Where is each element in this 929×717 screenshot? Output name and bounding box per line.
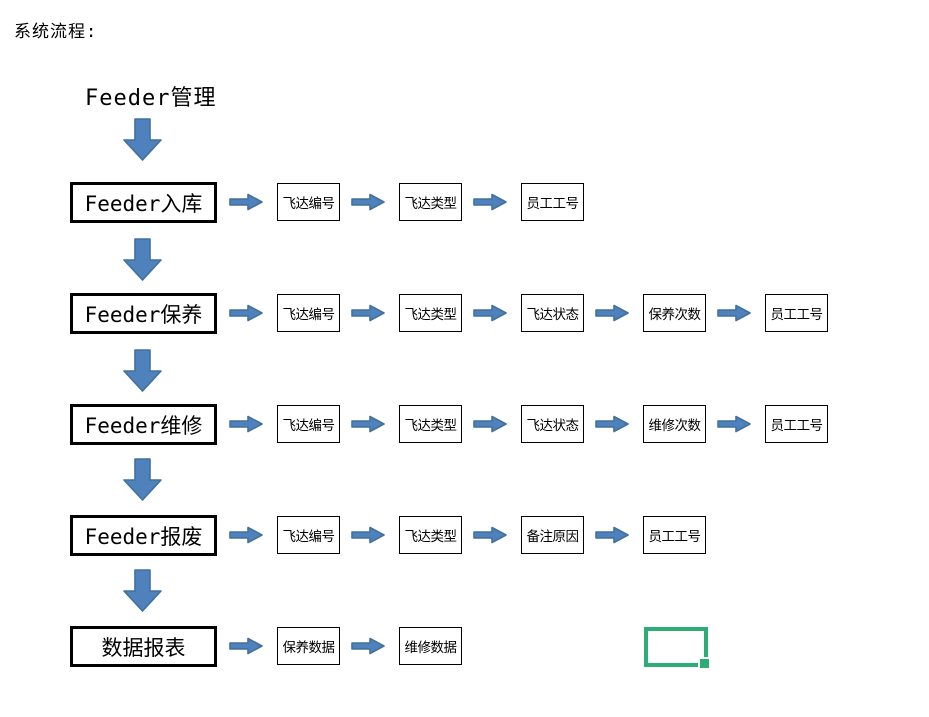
right-arrow-icon — [351, 193, 385, 211]
flow-step-box[interactable]: 飞达编号 — [277, 294, 340, 332]
down-arrow-icon — [123, 458, 162, 501]
right-arrow-icon — [473, 415, 507, 433]
flow-main-box[interactable]: Feeder保养 — [70, 293, 217, 334]
flow-main-box[interactable]: Feeder维修 — [70, 404, 217, 445]
down-arrow-icon — [123, 118, 162, 161]
right-arrow-icon — [351, 415, 385, 433]
flow-step-box[interactable]: 员工工号 — [643, 516, 706, 554]
right-arrow-icon — [717, 304, 751, 322]
flow-step-box[interactable]: 飞达状态 — [521, 294, 584, 332]
right-arrow-icon — [351, 304, 385, 322]
flow-step-box[interactable]: 保养数据 — [277, 627, 340, 665]
root-node-label[interactable]: Feeder管理 — [85, 86, 217, 111]
flow-step-box[interactable]: 维修数据 — [399, 627, 462, 665]
right-arrow-icon — [229, 526, 263, 544]
flow-main-box[interactable]: 数据报表 — [70, 626, 217, 667]
flow-step-box[interactable]: 飞达编号 — [277, 516, 340, 554]
right-arrow-icon — [351, 637, 385, 655]
right-arrow-icon — [229, 193, 263, 211]
right-arrow-icon — [473, 193, 507, 211]
down-arrow-icon — [123, 569, 162, 612]
right-arrow-icon — [229, 304, 263, 322]
flow-main-box[interactable]: Feeder报废 — [70, 515, 217, 556]
flow-step-box[interactable]: 飞达编号 — [277, 405, 340, 443]
down-arrow-icon — [123, 238, 162, 281]
flow-step-box[interactable]: 飞达类型 — [399, 516, 462, 554]
right-arrow-icon — [229, 637, 263, 655]
flow-step-box[interactable]: 维修次数 — [643, 405, 706, 443]
flow-step-box[interactable]: 飞达类型 — [399, 405, 462, 443]
right-arrow-icon — [595, 526, 629, 544]
flow-step-box[interactable]: 员工工号 — [521, 183, 584, 221]
right-arrow-icon — [351, 526, 385, 544]
flow-step-box[interactable]: 备注原因 — [521, 516, 584, 554]
right-arrow-icon — [473, 526, 507, 544]
flow-main-box[interactable]: Feeder入库 — [70, 182, 217, 223]
selected-cell[interactable] — [644, 627, 711, 670]
fill-handle-icon[interactable] — [698, 657, 711, 670]
right-arrow-icon — [229, 415, 263, 433]
flow-step-box[interactable]: 飞达编号 — [277, 183, 340, 221]
right-arrow-icon — [717, 415, 751, 433]
right-arrow-icon — [595, 415, 629, 433]
right-arrow-icon — [595, 304, 629, 322]
right-arrow-icon — [473, 304, 507, 322]
flow-step-box[interactable]: 保养次数 — [643, 294, 706, 332]
flow-step-box[interactable]: 飞达类型 — [399, 294, 462, 332]
flow-step-box[interactable]: 飞达类型 — [399, 183, 462, 221]
flow-step-box[interactable]: 员工工号 — [765, 405, 828, 443]
page-title: 系统流程: — [14, 22, 98, 42]
flow-step-box[interactable]: 员工工号 — [765, 294, 828, 332]
flow-step-box[interactable]: 飞达状态 — [521, 405, 584, 443]
down-arrow-icon — [123, 349, 162, 392]
